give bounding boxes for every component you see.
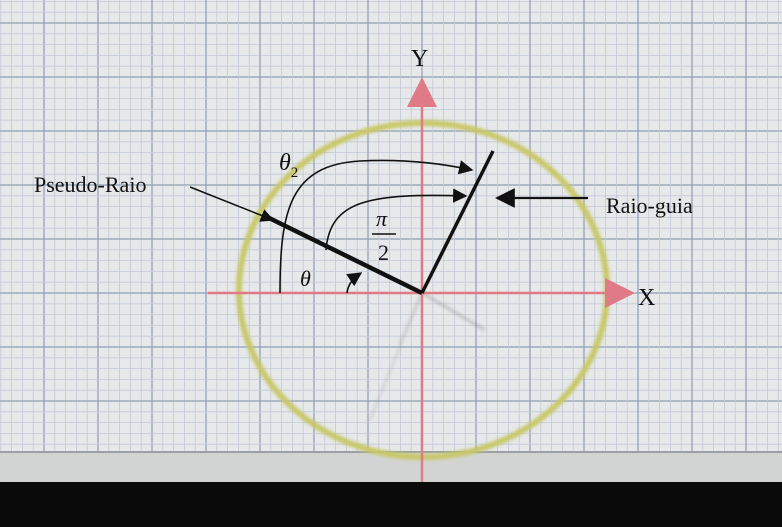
pi-over-2-arc-arrow	[325, 188, 468, 251]
grid-lines	[0, 0, 782, 452]
pseudo-radius-pointer	[189, 186, 275, 222]
y-axis-label: Y	[411, 46, 428, 72]
graph-paper	[0, 0, 782, 455]
bottom-black-bar	[0, 482, 782, 522]
theta-arc-arrow	[346, 272, 363, 294]
x-axis-label: X	[638, 285, 655, 311]
guide-radius-label: Raio-guia	[606, 193, 693, 218]
pi-denominator: 2	[378, 240, 389, 265]
theta2-arc-arrow	[279, 159, 474, 294]
theta2-label: θ2	[279, 150, 298, 181]
theta2-subscript: 2	[291, 165, 299, 181]
shadow-lines	[369, 291, 486, 421]
theta-label: θ	[300, 266, 311, 291]
guide-radius-line	[420, 150, 495, 294]
pseudo-radius-line	[264, 213, 423, 296]
theta2-symbol: θ	[279, 150, 291, 176]
pseudo-radius-label: Pseudo-Raio	[34, 172, 146, 197]
pi-numerator: π	[376, 206, 388, 231]
